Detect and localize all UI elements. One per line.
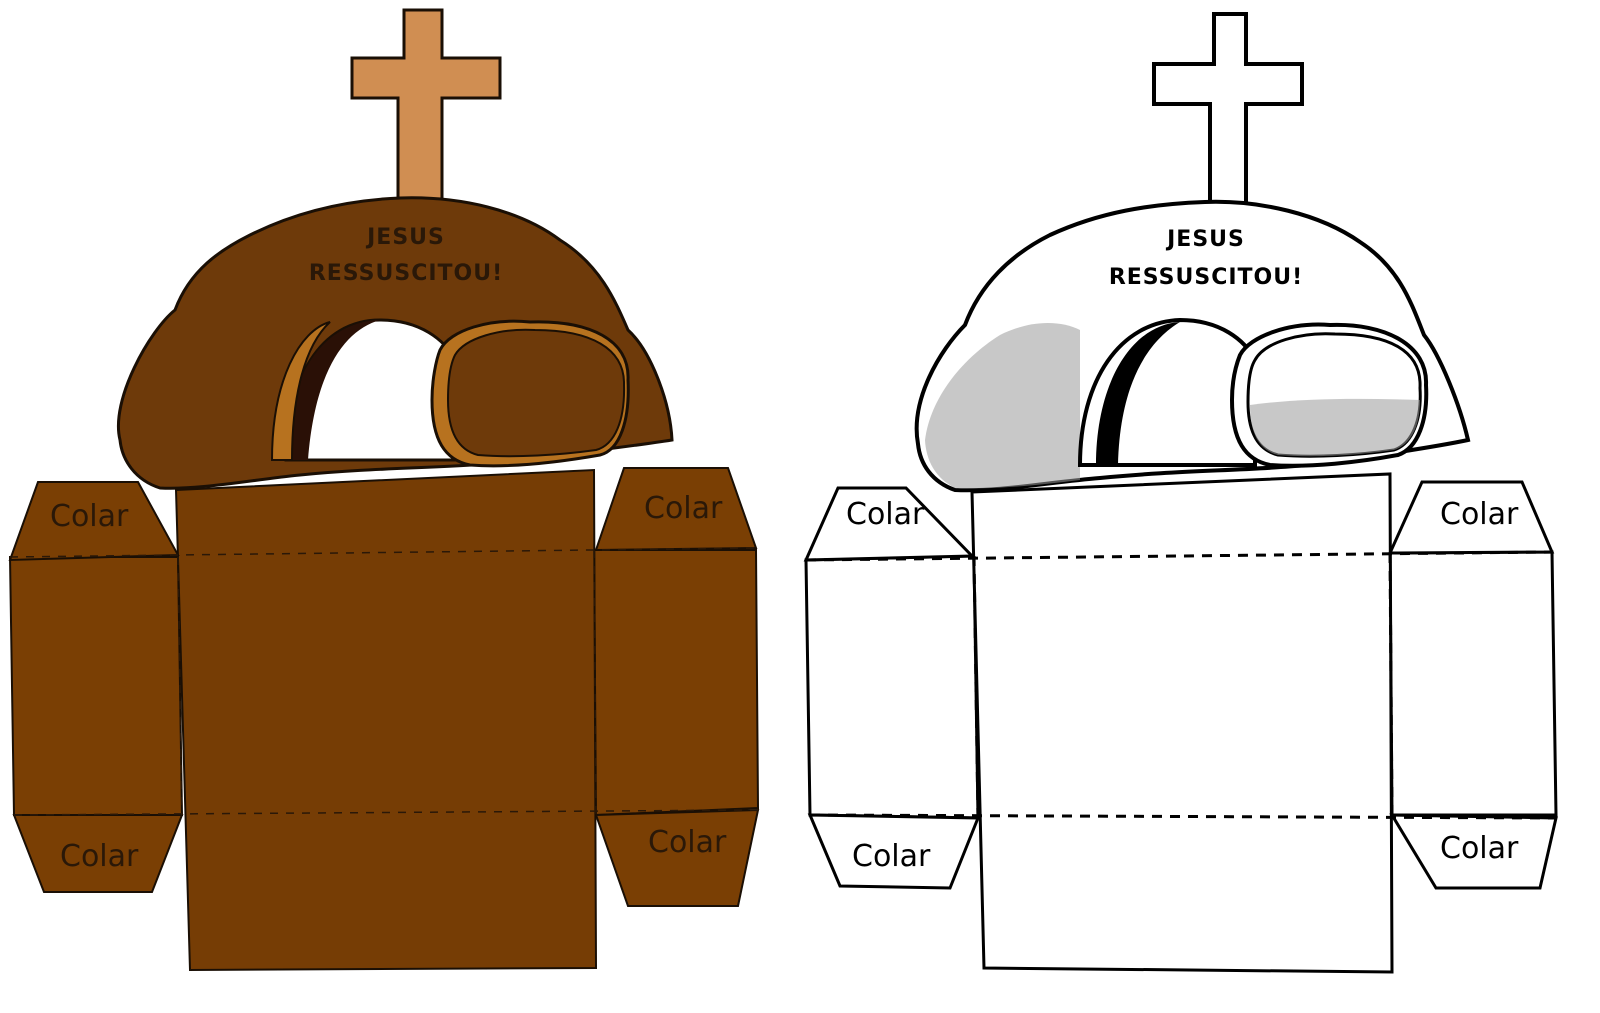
- tomb-opening-shadow: [1096, 322, 1180, 465]
- right-side-panel: [592, 549, 760, 817]
- fold-line-bottom: [809, 813, 1557, 820]
- fold-line-left: [177, 556, 183, 816]
- tab-bottom-left: [807, 813, 981, 890]
- left-side-panel: [804, 554, 980, 820]
- tab-label-bottom-right: Colar: [1440, 831, 1519, 866]
- tab-top-left: [803, 486, 976, 562]
- tab-label-top-right: Colar: [1440, 497, 1519, 532]
- tab-label-bottom-left: Colar: [60, 839, 139, 874]
- tab-label-top-right: Colar: [644, 491, 723, 526]
- coloring-tomb-template: JESUS RESSUSCITOU! Colar Colar Colar Col…: [800, 0, 1600, 1013]
- color-tomb-template: JESUS RESSUSCITOU! Colar Colar Colar Col…: [8, 8, 760, 972]
- rolled-stone-shading: [1250, 398, 1420, 457]
- tomb-opening-shadow: [286, 320, 380, 460]
- tomb-shading-left: [925, 323, 1080, 489]
- right-side-panel: [1388, 550, 1558, 817]
- tab-label-bottom-right: Colar: [648, 825, 727, 860]
- front-panel: [174, 468, 598, 972]
- tab-label-bottom-left: Colar: [852, 839, 931, 874]
- fold-line-right: [1388, 552, 1394, 816]
- tomb-opening-rim: [270, 321, 331, 461]
- box-net: [803, 472, 1558, 974]
- front-panel: [970, 472, 1394, 974]
- color-tomb-drawing: JESUS RESSUSCITOU! Colar Colar Colar Col…: [8, 8, 760, 972]
- tomb-title-line1: JESUS: [365, 225, 445, 250]
- fold-line-top: [9, 547, 757, 558]
- tab-bottom-right: [594, 808, 760, 907]
- tomb-title-line2: RESSUSCITOU!: [1109, 265, 1303, 290]
- fold-line-top: [805, 550, 1553, 562]
- left-side-panel: [8, 556, 184, 816]
- tab-top-left: [8, 481, 180, 562]
- tomb-title-line2: RESSUSCITOU!: [309, 261, 503, 286]
- fold-line-right: [593, 549, 597, 816]
- box-net: [8, 467, 760, 972]
- tab-top-right: [594, 467, 758, 552]
- cross-icon: [350, 8, 502, 202]
- fold-line-left: [972, 555, 980, 819]
- cross-icon: [1152, 12, 1304, 206]
- fold-line-bottom: [13, 809, 759, 816]
- rolled-stone-face: [446, 328, 626, 458]
- tomb-title-line1: JESUS: [1165, 227, 1245, 252]
- coloring-tomb-drawing: JESUS RESSUSCITOU! Colar Colar Colar Col…: [803, 12, 1558, 974]
- tab-label-top-left: Colar: [846, 497, 925, 532]
- tab-bottom-left: [12, 814, 184, 893]
- tab-label-top-left: Colar: [50, 499, 129, 534]
